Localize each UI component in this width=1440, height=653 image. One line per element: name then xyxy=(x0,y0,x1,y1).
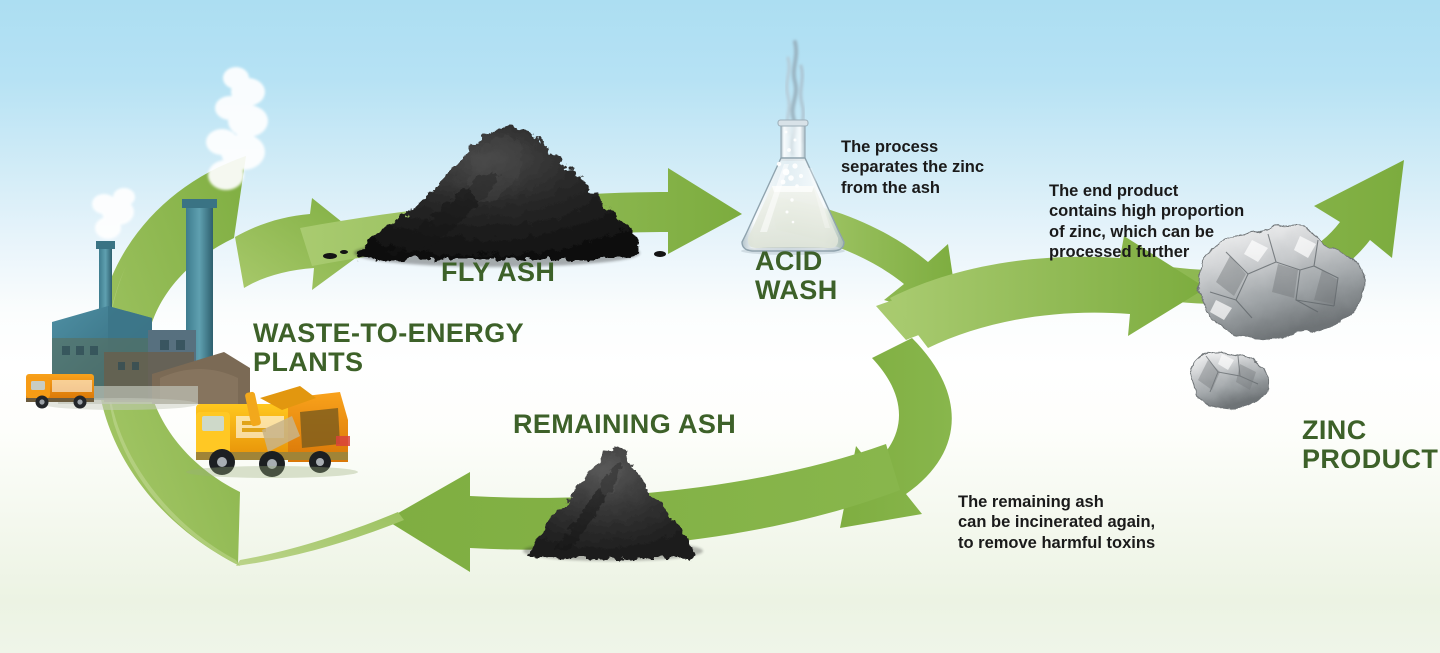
label-zinc-product: ZINC PRODUCT xyxy=(1302,415,1439,475)
label-fly-ash: FLY ASH xyxy=(441,257,556,287)
zinc-rock-small xyxy=(1189,350,1269,410)
remaining-ash-pile xyxy=(523,447,703,561)
note-acid-wash: The process separates the zinc from the … xyxy=(841,138,985,197)
zinc-rock-large xyxy=(1198,223,1365,340)
label-remaining-ash: REMAINING ASH xyxy=(513,409,737,439)
note-remaining-ash: The remaining ash can be incinerated aga… xyxy=(958,493,1156,552)
garbage-truck-large xyxy=(186,386,358,478)
smoke-icon xyxy=(92,67,268,239)
garbage-truck-small xyxy=(26,374,94,409)
note-zinc-product: The end product contains high proportion… xyxy=(1049,182,1245,262)
label-acid-wash: ACID WASH xyxy=(755,246,838,306)
erlenmeyer-flask xyxy=(741,40,845,255)
waste-to-energy-plant xyxy=(42,67,268,410)
label-waste-to-energy: WASTE-TO-ENERGY PLANTS xyxy=(253,318,525,378)
fly-ash-pile xyxy=(323,125,666,267)
arrow-ring-lower-left xyxy=(106,266,404,566)
